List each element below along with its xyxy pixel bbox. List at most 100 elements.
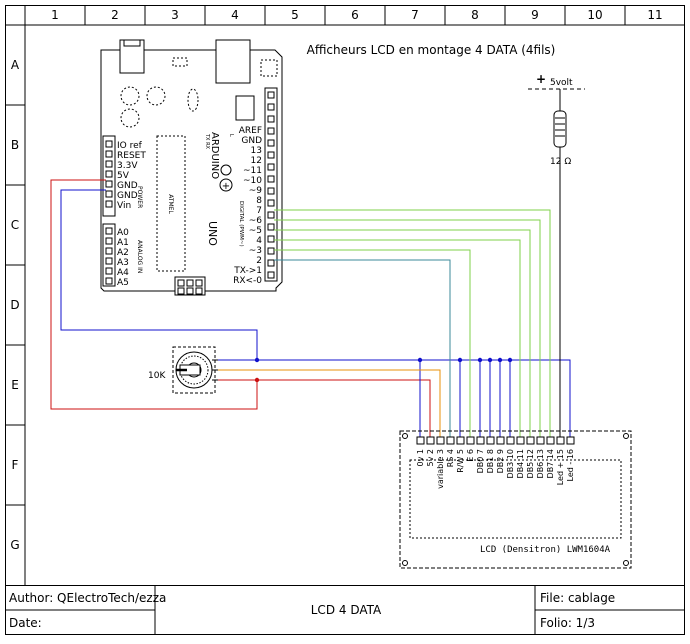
col-label: 3 bbox=[171, 8, 179, 22]
pin-pad bbox=[267, 115, 275, 123]
row-label: D bbox=[10, 298, 19, 312]
lcd-pin-pad bbox=[496, 436, 505, 445]
pin-pad bbox=[105, 237, 113, 245]
row-label: E bbox=[11, 378, 19, 392]
lcd-pin-pad bbox=[426, 436, 435, 445]
arduino-analog-pin-label: A5 bbox=[117, 278, 129, 288]
wiring bbox=[50, 89, 571, 437]
icsp-pin bbox=[186, 279, 194, 287]
pin-pad bbox=[267, 163, 275, 171]
lcd-pin-pad bbox=[436, 436, 445, 445]
resistor-value: 12 Ω bbox=[550, 157, 571, 167]
pin-pad bbox=[105, 257, 113, 265]
lcd-pin-label: DB0 7 bbox=[476, 449, 485, 473]
tx-rx-label: TX RX bbox=[204, 133, 210, 150]
pin-pad bbox=[267, 235, 275, 243]
row-label: B bbox=[11, 138, 19, 152]
wire-db6 bbox=[274, 219, 541, 437]
lcd-pin-label: DB5 12 bbox=[526, 449, 535, 478]
wire-enable bbox=[274, 249, 471, 437]
pin-pad bbox=[105, 227, 113, 235]
digital-label: DIGITAL (PWM~) bbox=[238, 201, 244, 247]
arduino-digital-pin-label: 8 bbox=[256, 196, 262, 206]
pin-pad bbox=[105, 200, 113, 208]
arduino-analog-pin-label: A1 bbox=[117, 238, 129, 248]
pin-pad bbox=[105, 150, 113, 158]
lcd-pin-label: DB7 14 bbox=[546, 449, 555, 478]
lcd-pin-label: Led - 16 bbox=[566, 449, 575, 481]
wire-5v bbox=[50, 179, 258, 410]
arduino-analog-pin-label: A0 bbox=[117, 228, 129, 238]
col-label: 10 bbox=[587, 8, 602, 22]
arduino-digital-pin-label: ~10 bbox=[243, 176, 262, 186]
junction-dot bbox=[507, 357, 513, 363]
wire-gnd bbox=[60, 189, 258, 360]
pin-pad bbox=[105, 267, 113, 275]
diagram-title: Afficheurs LCD en montage 4 DATA (4fils) bbox=[307, 43, 556, 57]
junction-dot bbox=[477, 357, 483, 363]
icsp-pin bbox=[186, 287, 194, 295]
model-label: UNO bbox=[206, 221, 219, 246]
arduino-analog-pin-label: A4 bbox=[117, 268, 129, 278]
lcd-pin-label: R/W 5 bbox=[456, 449, 465, 473]
junction-dot bbox=[487, 357, 493, 363]
pin-pad bbox=[105, 180, 113, 188]
junction-dot bbox=[254, 377, 260, 383]
lcd-pin-pad bbox=[516, 436, 525, 445]
lcd-pin-label: DB4 11 bbox=[516, 449, 525, 478]
arduino-analog-pin-label: A2 bbox=[117, 248, 129, 258]
arduino-left-pin-label: 3.3V bbox=[117, 161, 138, 171]
arduino-digital-pin-label: ~11 bbox=[243, 166, 262, 176]
pin-pad bbox=[267, 223, 275, 231]
icsp-pin bbox=[195, 279, 203, 287]
arduino-digital-pin-label: 2 bbox=[256, 256, 262, 266]
lcd-pin-label: DB1 8 bbox=[486, 449, 495, 473]
wire-rs bbox=[274, 259, 451, 437]
lcd-pin-label: 5v 2 bbox=[426, 449, 435, 466]
col-label: 8 bbox=[471, 8, 479, 22]
wire-gnd-bus bbox=[218, 359, 571, 437]
pot-value: 10K bbox=[148, 371, 166, 381]
wire-db5 bbox=[274, 229, 531, 437]
pin-pad bbox=[267, 271, 275, 279]
file-text: File: cablage bbox=[540, 591, 615, 605]
lcd-pin-label: DB6 13 bbox=[536, 449, 545, 478]
lcd-pin-label: DB3 10 bbox=[506, 449, 515, 478]
arduino-digital-pin-label: 7 bbox=[256, 206, 262, 216]
arduino-left-pin-label: GND bbox=[117, 181, 138, 191]
power-label: POWER bbox=[136, 186, 143, 208]
arduino-left-pin-label: 5V bbox=[117, 171, 130, 181]
pin-pad bbox=[105, 160, 113, 168]
row-label: C bbox=[11, 218, 19, 232]
brand-label: ARDUINO bbox=[209, 132, 220, 179]
lcd-pin-label: DB2 9 bbox=[496, 449, 505, 473]
col-label: 11 bbox=[647, 8, 662, 22]
arduino-analog-pin-label: A3 bbox=[117, 258, 129, 268]
pin-pad bbox=[267, 187, 275, 195]
pin-pad bbox=[267, 199, 275, 207]
pin-pad bbox=[105, 190, 113, 198]
lcd-pin-label: variable 3 bbox=[436, 449, 445, 489]
lcd-pin-pad bbox=[476, 436, 485, 445]
resistor: 12 Ω bbox=[550, 110, 571, 167]
lcd-pin-label: Led + 15 bbox=[556, 449, 565, 485]
pin-pad bbox=[105, 170, 113, 178]
supply-sign: + bbox=[536, 72, 546, 86]
col-label: 1 bbox=[51, 8, 59, 22]
col-label: 5 bbox=[291, 8, 299, 22]
led-l-label: L bbox=[228, 134, 234, 137]
arduino-left-pin-label: RESET bbox=[117, 151, 146, 161]
col-label: 7 bbox=[411, 8, 419, 22]
pin-pad bbox=[267, 247, 275, 255]
col-label: 4 bbox=[231, 8, 239, 22]
arduino-digital-pin-label: AREF bbox=[239, 126, 262, 136]
mcu-chip bbox=[156, 135, 186, 272]
lcd-pin-pad bbox=[486, 436, 495, 445]
chip-label: ATMEL bbox=[167, 194, 174, 214]
lcd-pin-pad bbox=[546, 436, 555, 445]
